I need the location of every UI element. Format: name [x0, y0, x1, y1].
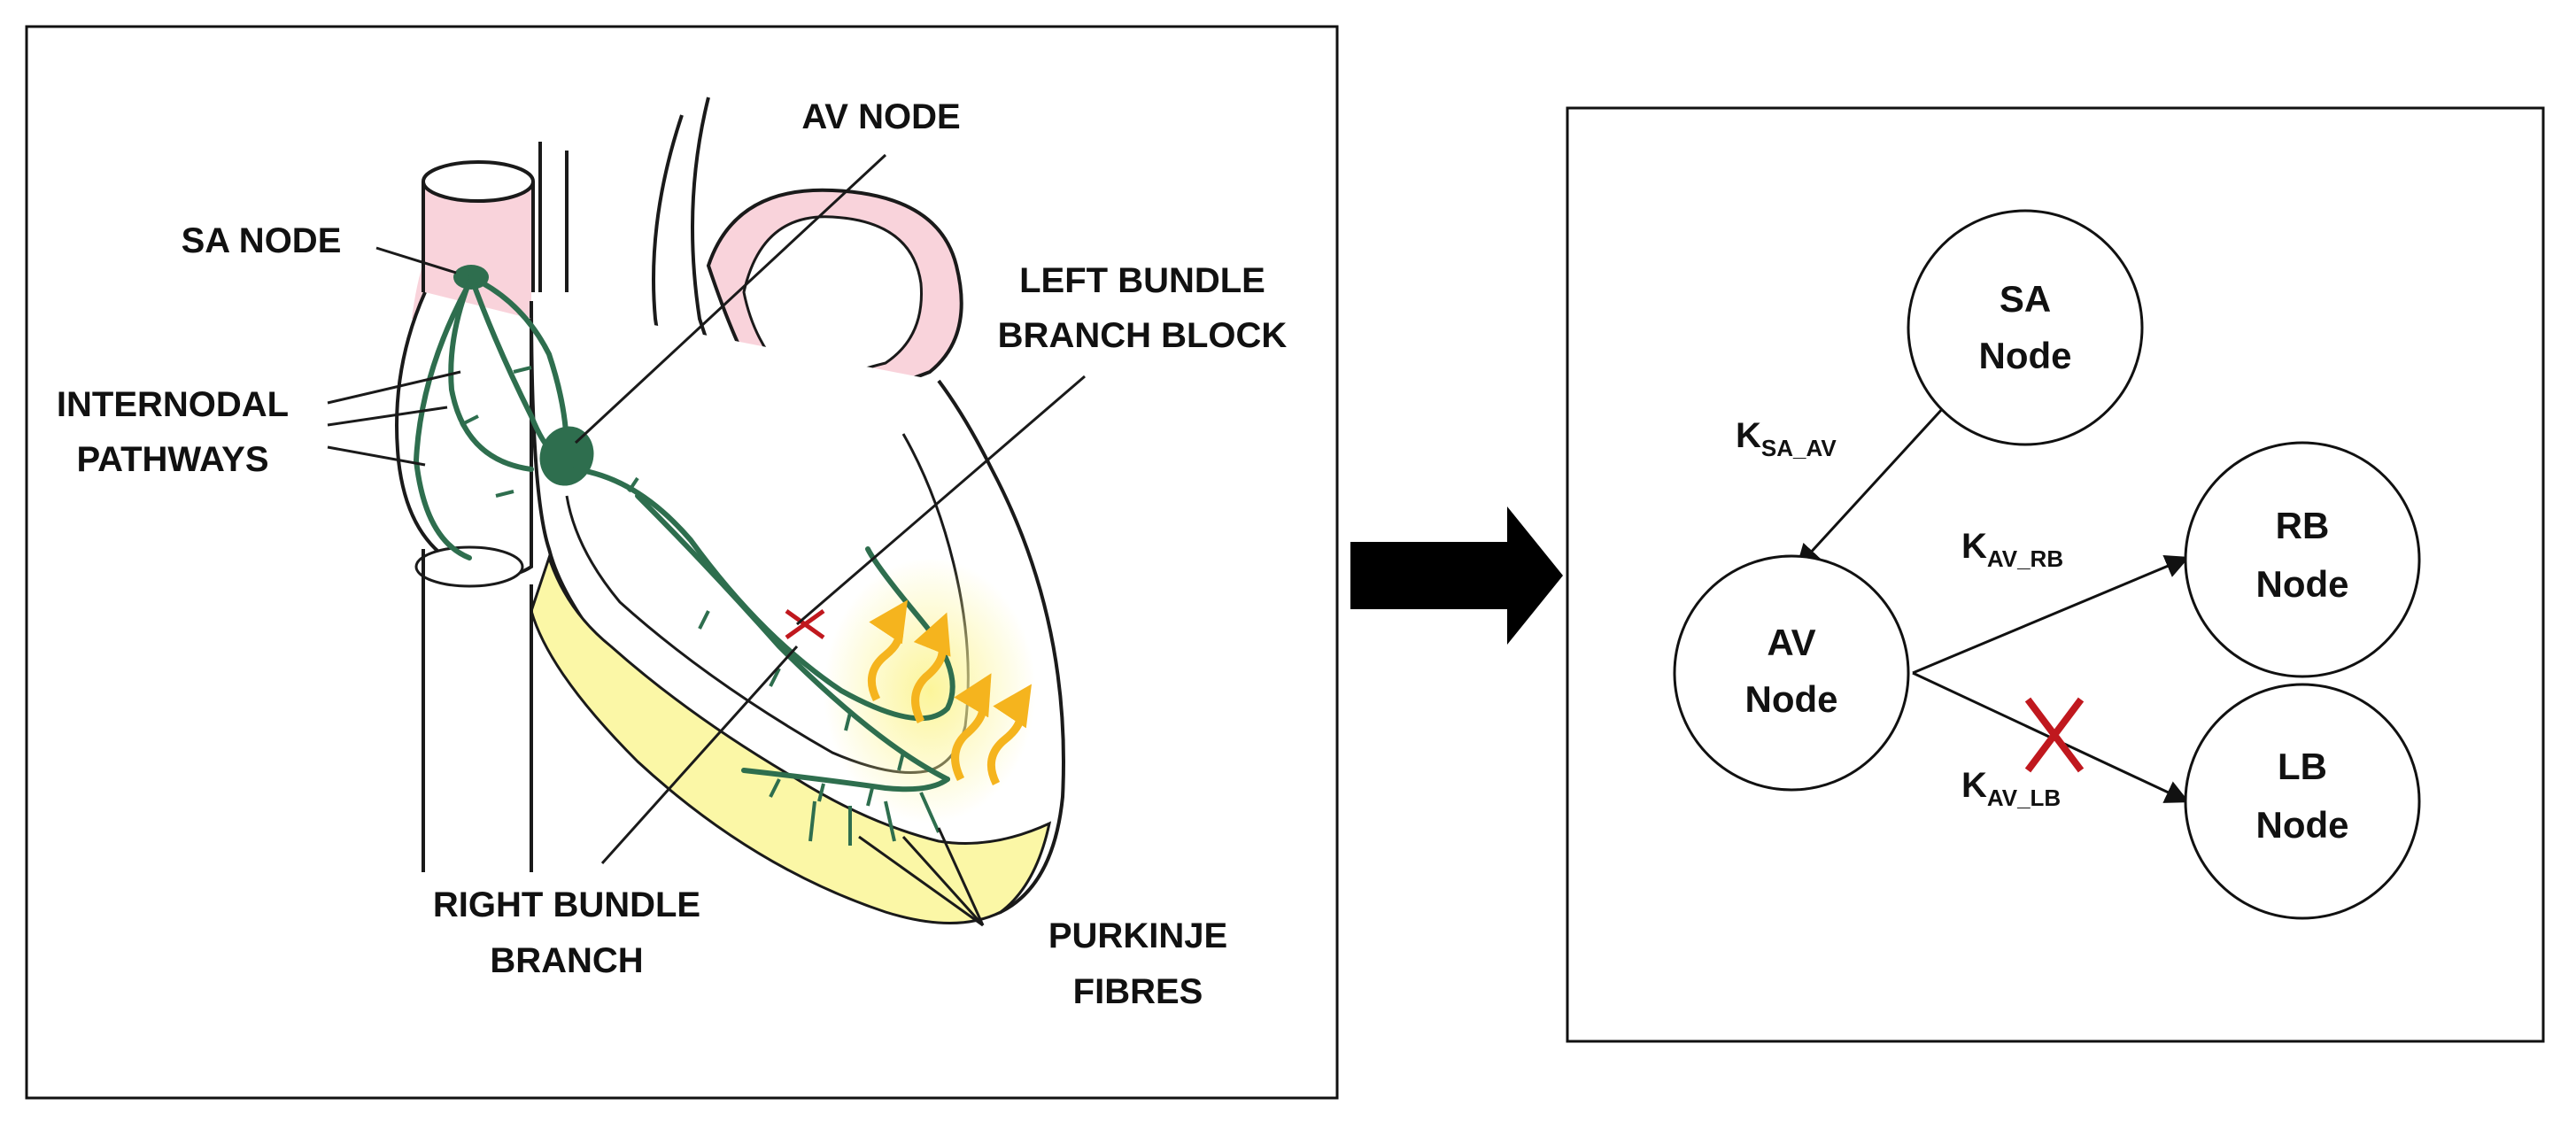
- edge-label-sa-av: KSA_AV: [1736, 416, 1837, 461]
- label-left-bundle-line2: BRANCH BLOCK: [998, 316, 1288, 355]
- edge-av-lb-block-mark: [2024, 697, 2085, 773]
- edge-label-av-rb-base: K: [1961, 527, 1987, 566]
- label-left-bundle-line1: LEFT BUNDLE: [1019, 261, 1265, 300]
- graph-panel: SA Node AV Node RB Node LB Node KSA_AV K…: [1566, 106, 2545, 1043]
- label-internodal-line2: PATHWAYS: [76, 440, 268, 479]
- label-right-bundle-line2: BRANCH: [490, 941, 643, 980]
- label-purkinje-line1: PURKINJE: [1048, 916, 1227, 955]
- edge-label-av-lb-base: K: [1961, 766, 1987, 805]
- node-av: AV Node: [1673, 554, 1910, 792]
- impulse-arrow-2: [911, 612, 951, 724]
- impulse-arrow-1: [867, 599, 908, 702]
- label-right-bundle-line1: RIGHT BUNDLE: [433, 885, 700, 924]
- edge-av-rb: [1912, 554, 2190, 675]
- node-lb-line1: LB: [2278, 746, 2327, 787]
- impulse-arrows: [867, 599, 1032, 786]
- edge-label-sa-av-sub: SA_AV: [1761, 435, 1837, 461]
- edge-label-av-lb-sub: AV_LB: [1987, 785, 2061, 811]
- impulse-arrow-3: [951, 673, 992, 782]
- label-internodal-line1: INTERNODAL: [57, 385, 289, 424]
- node-av-line2: Node: [1745, 678, 1838, 720]
- leader-lines: [327, 153, 1086, 927]
- edge-label-av-rb: KAV_RB: [1961, 527, 2063, 572]
- node-sa-line1: SA: [2000, 278, 2051, 320]
- edge-sa-av: [1796, 406, 1946, 568]
- node-sa-line2: Node: [1979, 335, 2072, 376]
- edge-label-sa-av-base: K: [1736, 416, 1761, 455]
- node-av-line1: AV: [1767, 622, 1815, 663]
- impulse-arrow-4: [986, 684, 1032, 786]
- label-sa-node: SA NODE: [182, 221, 342, 260]
- superior-vena-cava: [412, 160, 535, 319]
- label-purkinje-line2: FIBRES: [1073, 972, 1203, 1011]
- edge-label-av-rb-sub: AV_RB: [1987, 545, 2063, 572]
- label-av-node: AV NODE: [801, 97, 960, 136]
- left-bundle-block-mark: [785, 608, 825, 640]
- transition-arrow: [1350, 506, 1563, 645]
- node-rb: RB Node: [2184, 441, 2421, 678]
- node-rb-line2: Node: [2256, 563, 2349, 605]
- node-lb-line2: Node: [2256, 804, 2349, 846]
- heart-panel: AV NODE SA NODE LEFT BUNDLE BRANCH BLOCK…: [25, 25, 1339, 1100]
- node-lb: LB Node: [2184, 683, 2421, 920]
- node-rb-line1: RB: [2276, 505, 2330, 546]
- node-sa: SA Node: [1907, 209, 2144, 446]
- edge-label-av-lb: KAV_LB: [1961, 766, 2061, 811]
